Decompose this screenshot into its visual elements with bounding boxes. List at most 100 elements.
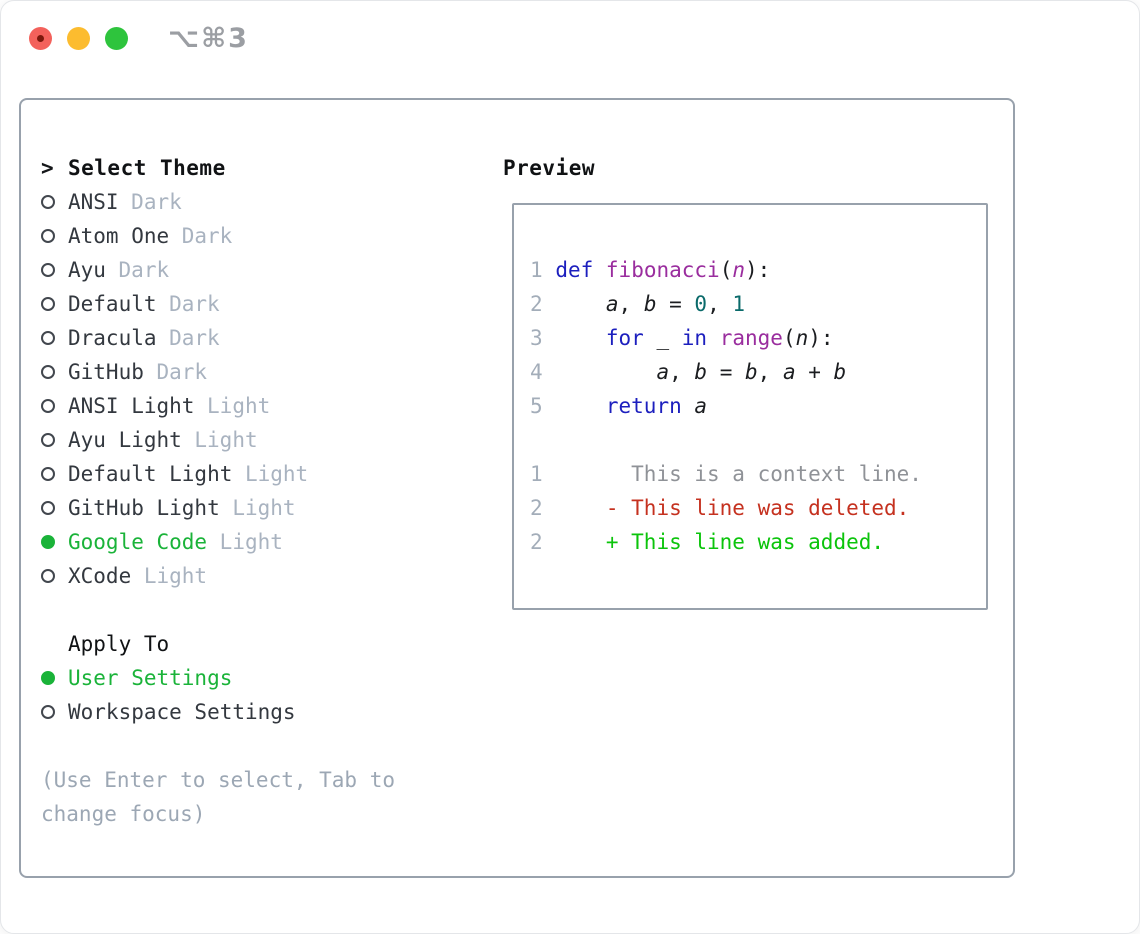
radio-icon [41,671,55,685]
code-token: This is a context line. [542,462,922,486]
theme-option[interactable]: Default Light Light [41,457,486,491]
code-token: 4 [530,360,543,384]
help-text-line: (Use Enter to select, Tab to [41,768,396,792]
code-token: 2 [530,292,543,316]
apply-option[interactable]: Workspace Settings [41,695,486,729]
theme-name: XCode [68,564,132,588]
theme-option[interactable]: XCode Light [41,559,486,593]
code-token: 2 [530,496,543,520]
theme-list-header: Select Theme [68,156,226,180]
code-token: fibonacci [605,258,720,282]
close-dot-icon [37,35,44,42]
section-gap [41,593,486,627]
code-token: return [605,394,682,418]
theme-option[interactable]: Ayu Dark [41,253,486,287]
code-token: ( [782,326,796,350]
code-token: a [694,394,708,418]
minimize-button[interactable] [67,27,90,50]
close-button[interactable] [29,27,52,50]
preview-header: Preview [503,156,596,180]
code-token: a [605,292,619,316]
apply-to-header: Apply To [68,632,170,656]
preview-line [530,423,986,457]
code-token: ): [745,258,771,282]
window-shortcut-label: ⌥⌘3 [168,23,249,54]
preview-line: 5 return a [530,389,986,423]
code-token: b [745,360,758,384]
theme-option[interactable]: Default Dark [41,287,486,321]
radio-icon [41,229,55,243]
radio-icon [41,569,55,583]
code-token: n [732,258,746,282]
code-token: for [605,326,644,350]
code-token [669,326,682,350]
code-token: a [656,360,670,384]
code-token: 1 [530,462,543,486]
radio-icon [41,535,55,549]
theme-variant: Light [143,564,208,588]
theme-name: Default [68,292,157,316]
radio-icon [41,195,55,209]
code-token [707,326,720,350]
code-token: 1 [732,292,746,316]
radio-icon [41,399,55,413]
code-token [682,394,695,418]
theme-name: Ayu Light [68,428,182,452]
apply-to-header-row: Apply To [41,627,486,661]
code-token: ( [719,258,733,282]
apply-option-label: Workspace Settings [68,700,296,724]
code-token: b [833,360,847,384]
code-token: a [782,360,796,384]
code-token: b [694,360,708,384]
theme-option[interactable]: ANSI Light Light [41,389,486,423]
theme-variant: Dark [118,258,170,282]
code-token [543,326,606,350]
code-token: - This line was deleted. [542,496,910,520]
help-text-line: change focus) [41,802,206,826]
radio-icon [41,433,55,447]
theme-variant: Dark [181,224,233,248]
theme-name: Dracula [68,326,157,350]
code-token: , [669,360,695,384]
preview-line: 2 a, b = 0, 1 [530,287,986,321]
theme-name: GitHub Light [68,496,220,520]
theme-name: Default Light [68,462,233,486]
theme-name: Ayu [68,258,106,282]
theme-name: ANSI Light [68,394,195,418]
code-token: range [719,326,783,350]
code-token: , [707,292,733,316]
code-token: , [618,292,644,316]
preview-line: 2 + This line was added. [530,525,986,559]
theme-variant: Light [232,496,296,520]
code-token: , [757,360,783,384]
theme-variant: Dark [131,190,182,214]
theme-option[interactable]: Atom One Dark [41,219,486,253]
radio-icon [41,365,55,379]
code-token: + [795,360,834,384]
theme-variant: Dark [169,292,220,316]
preview-line: 1 This is a context line. [530,457,986,491]
theme-name: Google Code [68,530,208,554]
theme-name: Atom One [68,224,170,248]
theme-variant: Light [244,462,309,486]
code-token: in [681,326,708,350]
code-token: 0 [694,292,708,316]
code-token: 2 [530,530,543,554]
preview-line: 4 a, b = b, a + b [530,355,986,389]
zoom-button[interactable] [105,27,128,50]
theme-option[interactable]: GitHub Light Light [41,491,486,525]
apply-option[interactable]: User Settings [41,661,486,695]
theme-variant: Light [207,394,271,418]
code-token: def [555,258,594,282]
code-token [593,258,606,282]
